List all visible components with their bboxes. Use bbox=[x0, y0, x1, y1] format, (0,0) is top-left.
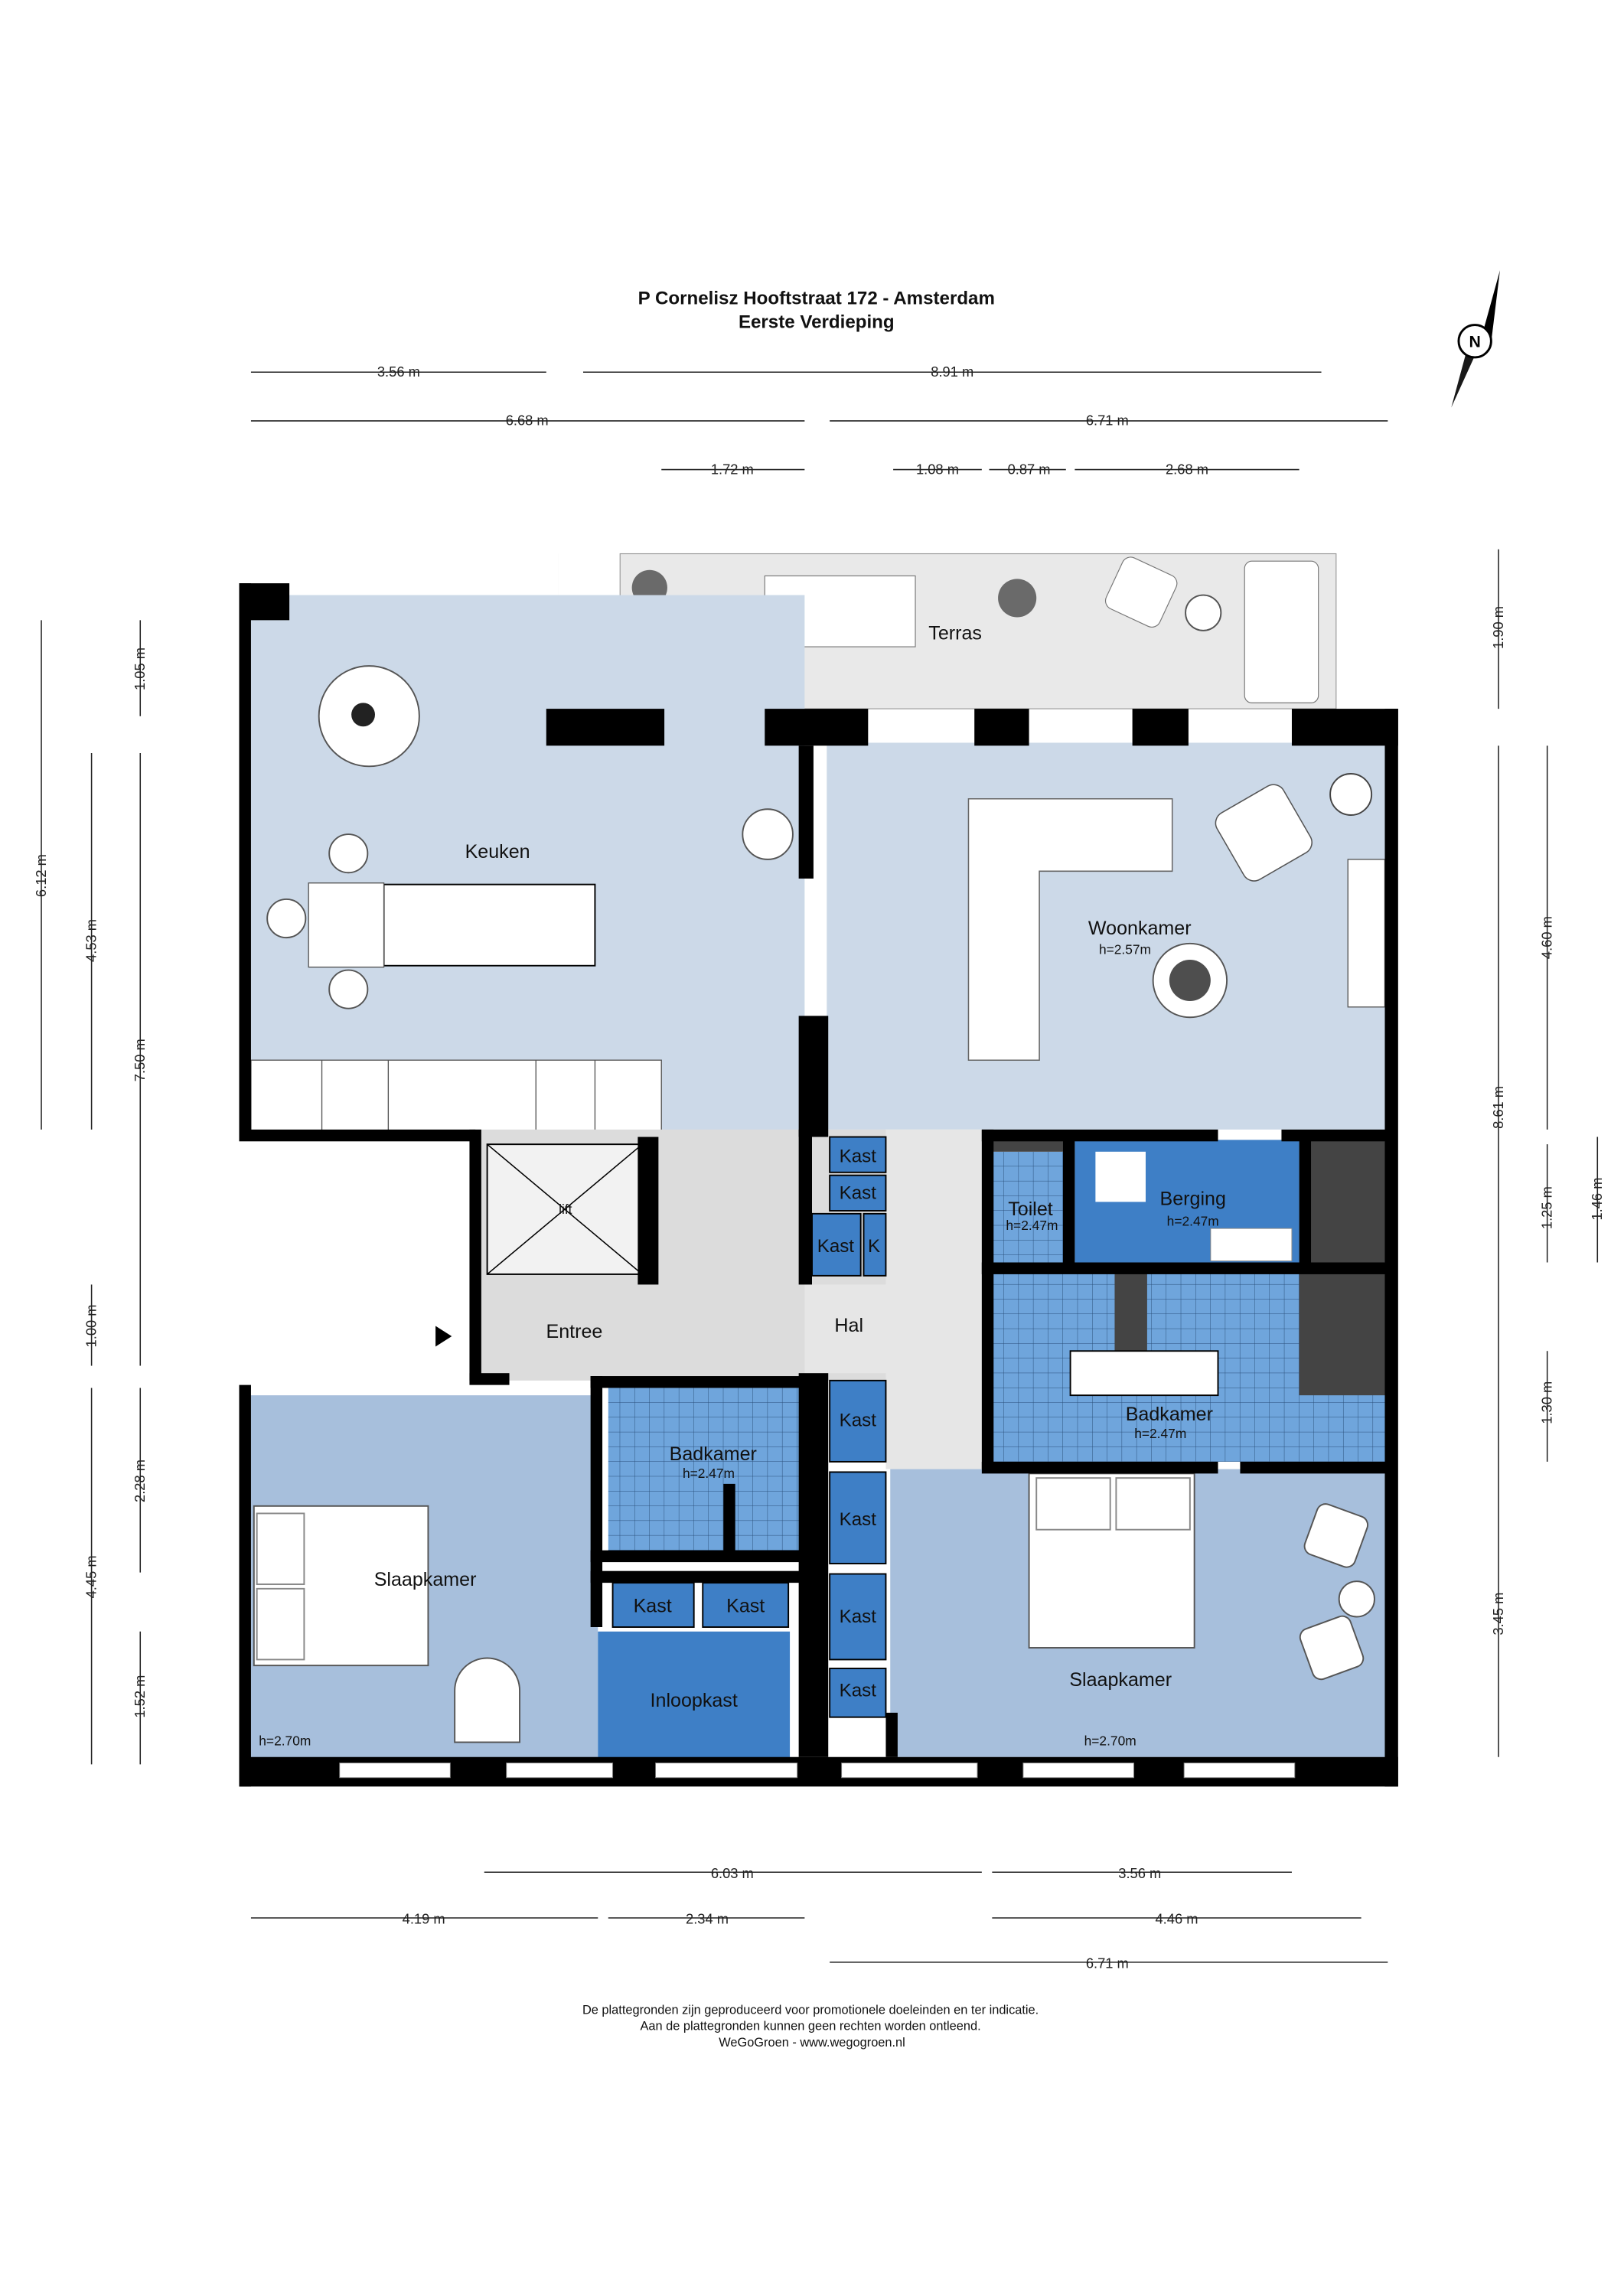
room-label-slaapkamer: Slaapkamer bbox=[374, 1569, 477, 1590]
svg-text:2.68 m: 2.68 m bbox=[1166, 461, 1208, 477]
label-kast: Kast bbox=[840, 1183, 877, 1204]
kast-cabinets bbox=[811, 1136, 887, 1718]
disclaimer-line-2: Aan de plattegronden kunnen geen rechten… bbox=[640, 2020, 980, 2033]
label-kast: Kast bbox=[840, 1606, 877, 1627]
svg-text:3.56 m: 3.56 m bbox=[1118, 1865, 1161, 1881]
room-label-lift: lift bbox=[559, 1202, 572, 1217]
label-kast: Kast bbox=[817, 1236, 855, 1257]
svg-text:N: N bbox=[1469, 333, 1480, 351]
room-label-entree: Entree bbox=[546, 1321, 602, 1342]
room-height-slaapkamer: h=2.70m bbox=[259, 1733, 311, 1748]
plan-subtitle: Eerste Verdieping bbox=[739, 311, 895, 332]
svg-text:1.05 m: 1.05 m bbox=[132, 647, 148, 690]
room-inloopkast bbox=[598, 1631, 791, 1762]
svg-text:4.19 m: 4.19 m bbox=[403, 1911, 445, 1927]
label-kast: Kast bbox=[840, 1146, 877, 1166]
label-kast: Kast bbox=[840, 1411, 877, 1431]
svg-text:6.71 m: 6.71 m bbox=[1086, 413, 1129, 429]
kitchen-table bbox=[308, 882, 385, 968]
svg-text:7.50 m: 7.50 m bbox=[132, 1039, 148, 1081]
room-label-woonkamer: Woonkamer bbox=[1088, 918, 1192, 939]
plant-icon bbox=[1329, 773, 1373, 816]
svg-text:4.53 m: 4.53 m bbox=[83, 919, 99, 962]
room-label-inloopkast: Inloopkast bbox=[651, 1690, 738, 1711]
svg-text:4.60 m: 4.60 m bbox=[1538, 916, 1554, 959]
windows bbox=[339, 1762, 1296, 1779]
svg-text:6.71 m: 6.71 m bbox=[1086, 1955, 1129, 1971]
terrace-sofa bbox=[1244, 560, 1319, 703]
svg-text:3.45 m: 3.45 m bbox=[1490, 1593, 1506, 1636]
dimensions: 3.56 m 8.91 m 6.68 m 6.71 m 1.72 m 1.08 … bbox=[33, 364, 1605, 1971]
kitchen-island bbox=[383, 883, 596, 967]
room-label-berging: Berging bbox=[1160, 1188, 1226, 1209]
entrance-arrow-icon bbox=[435, 1326, 452, 1347]
room-height-toilet: h=2.47m bbox=[1006, 1218, 1058, 1233]
room-badkamer-1 bbox=[608, 1388, 801, 1554]
svg-text:1.00 m: 1.00 m bbox=[83, 1304, 99, 1347]
svg-text:3.56 m: 3.56 m bbox=[377, 364, 420, 380]
room-toilet bbox=[992, 1151, 1066, 1263]
corner-sofa bbox=[967, 797, 1173, 1061]
svg-text:6.12 m: 6.12 m bbox=[33, 854, 49, 897]
terrace-plant-icon bbox=[998, 579, 1037, 618]
disclaimer-line-1: De plattegronden zijn geproduceerd voor … bbox=[582, 2003, 1039, 2017]
terrace-chair bbox=[1104, 556, 1178, 628]
svg-text:1.25 m: 1.25 m bbox=[1538, 1186, 1554, 1229]
svg-text:6.03 m: 6.03 m bbox=[711, 1865, 754, 1881]
room-height-woonkamer: h=2.57m bbox=[1099, 941, 1151, 957]
svg-text:4.45 m: 4.45 m bbox=[83, 1555, 99, 1598]
company-link[interactable]: WeGoGroen - www.wegogroen.nl bbox=[719, 2036, 905, 2050]
svg-text:2.28 m: 2.28 m bbox=[132, 1459, 148, 1502]
room-height-slaapkamer: h=2.70m bbox=[1084, 1733, 1136, 1748]
room-label-keuken: Keuken bbox=[465, 841, 530, 863]
svg-text:4.46 m: 4.46 m bbox=[1155, 1911, 1198, 1927]
svg-text:8.61 m: 8.61 m bbox=[1490, 1086, 1506, 1129]
plan-title: P Cornelisz Hooftstraat 172 - Amsterdam bbox=[638, 289, 995, 309]
label-k: K bbox=[868, 1236, 880, 1257]
svg-text:0.87 m: 0.87 m bbox=[1008, 461, 1051, 477]
label-kast: Kast bbox=[840, 1509, 877, 1530]
svg-text:1.08 m: 1.08 m bbox=[916, 461, 959, 477]
svg-text:2.34 m: 2.34 m bbox=[686, 1911, 729, 1927]
svg-text:1.90 m: 1.90 m bbox=[1490, 606, 1506, 649]
room-label-slaapkamer: Slaapkamer bbox=[1069, 1669, 1172, 1691]
svg-text:1.30 m: 1.30 m bbox=[1538, 1381, 1554, 1424]
label-kast: Kast bbox=[634, 1596, 672, 1617]
label-kast: Kast bbox=[840, 1681, 877, 1701]
room-label-toilet: Toilet bbox=[1008, 1199, 1053, 1220]
svg-text:1.52 m: 1.52 m bbox=[132, 1675, 148, 1718]
svg-text:1.72 m: 1.72 m bbox=[711, 461, 754, 477]
room-height-berging: h=2.47m bbox=[1167, 1213, 1219, 1228]
compass-north-icon: N bbox=[1451, 270, 1500, 408]
room-label-terras: Terras bbox=[928, 622, 982, 644]
svg-text:8.91 m: 8.91 m bbox=[931, 364, 973, 380]
room-label-badkamer: Badkamer bbox=[670, 1443, 757, 1465]
svg-text:1.46 m: 1.46 m bbox=[1589, 1178, 1605, 1221]
room-label-badkamer: Badkamer bbox=[1126, 1404, 1213, 1425]
room-label-hal: Hal bbox=[834, 1315, 863, 1336]
room-height-badkamer: h=2.47m bbox=[683, 1466, 735, 1481]
room-height-badkamer: h=2.47m bbox=[1134, 1426, 1186, 1441]
label-kast: Kast bbox=[726, 1596, 765, 1617]
svg-text:6.68 m: 6.68 m bbox=[506, 413, 549, 429]
